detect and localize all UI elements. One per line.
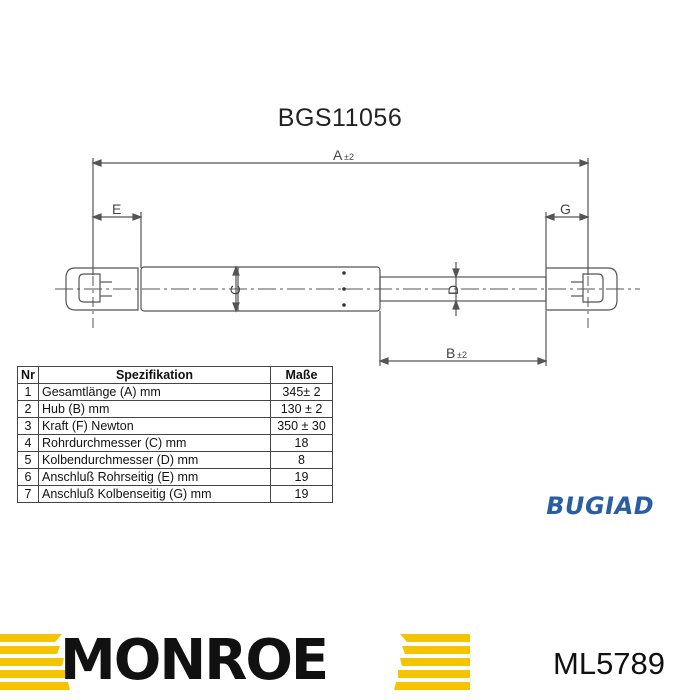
monroe-logo-text: MONROE: [60, 628, 329, 693]
table-row: 7 Anschluß Kolbenseitig (G) mm 19: [17, 485, 333, 503]
dim-a-label: A: [333, 147, 343, 163]
table-row: 1 Gesamtlänge (A) mm 345± 2: [17, 383, 333, 401]
part-title: BGS11056: [277, 104, 403, 132]
row-nr: 2: [17, 400, 39, 418]
row-value: 345± 2: [270, 383, 333, 401]
row-nr: 1: [17, 383, 39, 401]
header-nr: Nr: [17, 366, 39, 384]
dim-e-label: E: [112, 201, 121, 217]
row-value: 130 ± 2: [270, 400, 333, 418]
table-header-row: Nr Spezifikation Maße: [17, 366, 333, 384]
row-value: 8: [270, 451, 333, 469]
dim-c-label: C: [227, 285, 243, 295]
row-spec: Hub (B) mm: [38, 400, 271, 418]
row-spec: Anschluß Kolbenseitig (G) mm: [38, 485, 271, 503]
row-nr: 4: [17, 434, 39, 452]
row-value: 350 ± 30: [270, 417, 333, 435]
row-nr: 3: [17, 417, 39, 435]
specification-table: Nr Spezifikation Maße 1 Gesamtlänge (A) …: [17, 366, 333, 503]
dim-a-tolerance: ±2: [344, 152, 354, 162]
table-row: 6 Anschluß Rohrseitig (E) mm 19: [17, 468, 333, 486]
row-value: 18: [270, 434, 333, 452]
row-value: 19: [270, 485, 333, 503]
dim-d-label: D: [445, 285, 461, 295]
row-spec: Anschluß Rohrseitig (E) mm: [38, 468, 271, 486]
part-number: ML5789: [553, 646, 666, 681]
dim-g-label: G: [560, 201, 571, 217]
monroe-logo: MONROE: [0, 630, 470, 692]
row-value: 19: [270, 468, 333, 486]
monroe-stripes-left: [0, 634, 70, 690]
dim-b-label: B: [446, 345, 455, 361]
table-row: 4 Rohrdurchmesser (C) mm 18: [17, 434, 333, 452]
row-spec: Kraft (F) Newton: [38, 417, 271, 435]
header-masse: Maße: [270, 366, 333, 384]
table-row: 3 Kraft (F) Newton 350 ± 30: [17, 417, 333, 435]
table-row: 5 Kolbendurchmesser (D) mm 8: [17, 451, 333, 469]
row-nr: 7: [17, 485, 39, 503]
row-spec: Kolbendurchmesser (D) mm: [38, 451, 271, 469]
row-spec: Rohrdurchmesser (C) mm: [38, 434, 271, 452]
dim-b-tolerance: ±2: [457, 350, 467, 360]
bugiad-logo: BUGIAD: [543, 492, 657, 520]
header-spezifikation: Spezifikation: [38, 366, 271, 384]
table-row: 2 Hub (B) mm 130 ± 2: [17, 400, 333, 418]
row-nr: 5: [17, 451, 39, 469]
monroe-stripes-right: [394, 634, 470, 690]
row-nr: 6: [17, 468, 39, 486]
row-spec: Gesamtlänge (A) mm: [38, 383, 271, 401]
